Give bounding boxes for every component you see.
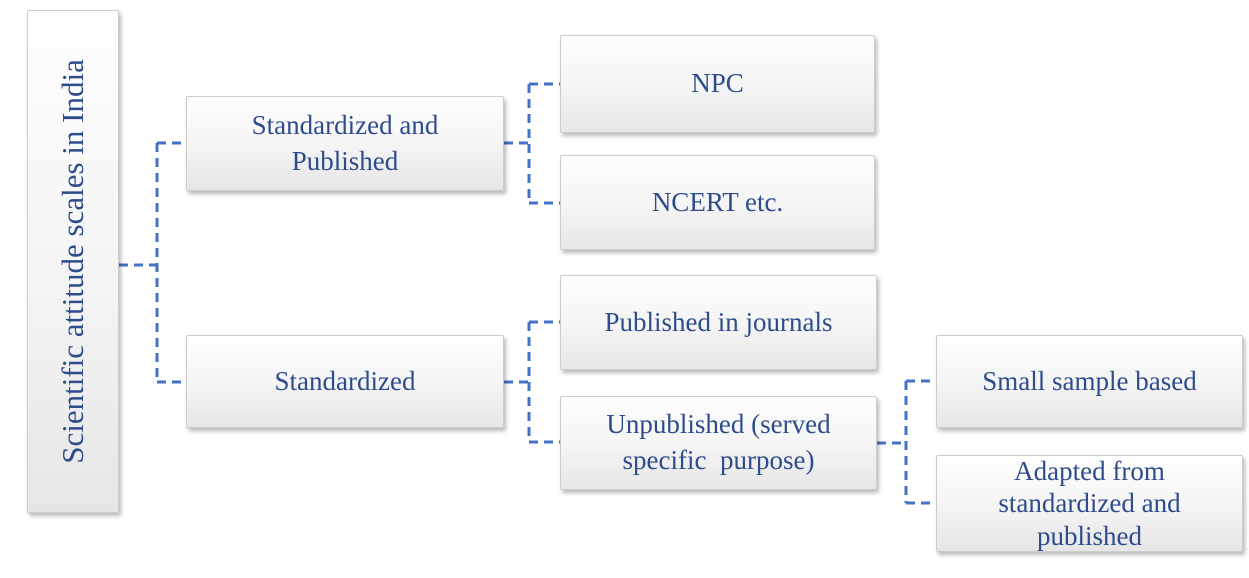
connector-unpublished-branch	[877, 379, 936, 505]
node-scientific-attitude-scales-label: Scientific attitude scales in India	[54, 59, 90, 464]
node-npc-label: NPC	[691, 68, 744, 99]
node-ncert: NCERT etc.	[560, 155, 875, 250]
node-small-sample-based-label: Small sample based	[982, 365, 1197, 396]
node-standardized: Standardized	[186, 335, 504, 428]
node-published-in-journals-label: Published in journals	[604, 306, 833, 337]
node-scientific-attitude-scales: Scientific attitude scales in India	[27, 10, 119, 513]
node-small-sample-based: Small sample based	[936, 335, 1243, 428]
node-standardized-label: Standardized	[274, 365, 416, 396]
node-standardized-and-published-label: Standardized and Published	[251, 109, 439, 176]
node-standardized-and-published: Standardized and Published	[186, 96, 504, 191]
node-ncert-label: NCERT etc.	[651, 186, 784, 217]
node-unpublished-served-specific-purpose-label: Unpublished (served specific purpose)	[606, 409, 831, 475]
node-npc: NPC	[560, 35, 875, 133]
node-adapted-from-standardized-and-published: Adapted from standardized and published	[936, 455, 1243, 552]
node-published-in-journals: Published in journals	[560, 275, 877, 370]
connector-standardized-published-branch	[504, 82, 560, 205]
node-unpublished-served-specific-purpose: Unpublished (served specific purpose)	[560, 396, 877, 490]
connector-standardized-branch	[504, 320, 560, 444]
connector-root-trunk	[119, 141, 186, 384]
node-adapted-from-standardized-and-published-label: Adapted from standardized and published	[998, 455, 1181, 551]
